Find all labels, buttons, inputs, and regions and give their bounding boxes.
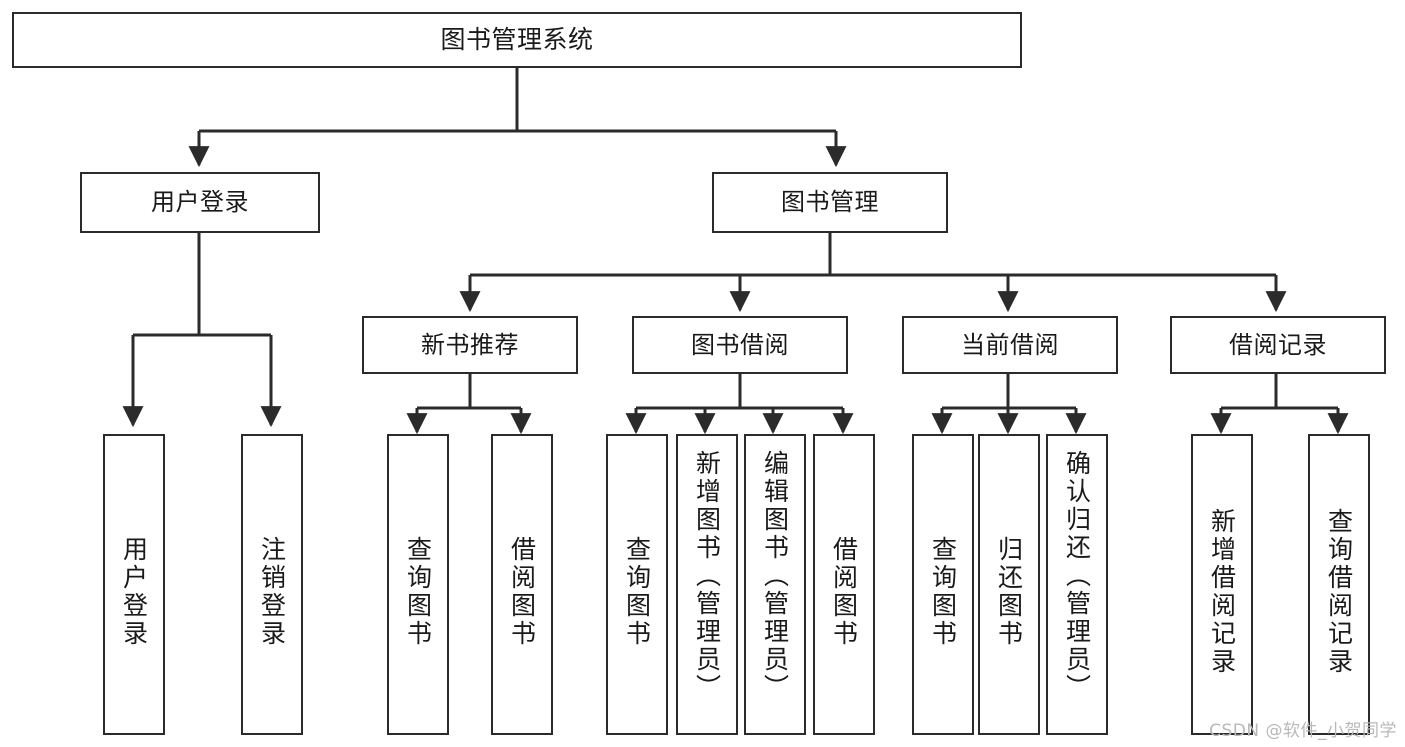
node-label: 新增图书（管理员） bbox=[692, 450, 722, 702]
leaf-user-logout[interactable]: 注销登录 bbox=[241, 434, 303, 735]
leaf-current-query-book[interactable]: 查询图书 bbox=[912, 434, 974, 735]
node-label: 新书推荐 bbox=[421, 330, 519, 359]
node-label: 编辑图书（管理员） bbox=[760, 450, 790, 702]
node-borrow-record[interactable]: 借阅记录 bbox=[1170, 316, 1386, 374]
node-label: 查询图书 bbox=[622, 535, 652, 648]
leaf-newbook-query-book[interactable]: 查询图书 bbox=[387, 434, 449, 735]
node-label: 借阅图书 bbox=[829, 535, 859, 648]
node-current-borrow[interactable]: 当前借阅 bbox=[902, 316, 1118, 374]
leaf-current-confirm-return-admin[interactable]: 确认归还（管理员） bbox=[1046, 434, 1108, 735]
leaf-borrow-add-book-admin[interactable]: 新增图书（管理员） bbox=[676, 434, 738, 735]
leaf-user-login[interactable]: 用户登录 bbox=[103, 434, 165, 735]
node-label: 查询图书 bbox=[403, 535, 433, 648]
node-label: 用户登录 bbox=[151, 188, 249, 217]
node-new-book-recommend[interactable]: 新书推荐 bbox=[362, 316, 578, 374]
node-book-borrow[interactable]: 图书借阅 bbox=[632, 316, 848, 374]
leaf-borrow-query-book[interactable]: 查询图书 bbox=[606, 434, 668, 735]
node-label: 图书借阅 bbox=[691, 330, 789, 359]
leaf-borrow-edit-book-admin[interactable]: 编辑图书（管理员） bbox=[744, 434, 806, 735]
node-label: 查询借阅记录 bbox=[1324, 507, 1354, 676]
node-label: 查询图书 bbox=[928, 535, 958, 648]
node-label: 注销登录 bbox=[257, 535, 287, 648]
node-root-system[interactable]: 图书管理系统 bbox=[12, 12, 1022, 68]
leaf-record-add-borrow-record[interactable]: 新增借阅记录 bbox=[1191, 434, 1253, 735]
node-label: 归还图书 bbox=[994, 535, 1024, 648]
node-user-login[interactable]: 用户登录 bbox=[80, 172, 320, 233]
node-label: 借阅图书 bbox=[507, 535, 537, 648]
leaf-current-return-book[interactable]: 归还图书 bbox=[978, 434, 1040, 735]
leaf-borrow-borrow-book[interactable]: 借阅图书 bbox=[813, 434, 875, 735]
node-label: 确认归还（管理员） bbox=[1062, 450, 1092, 702]
leaf-record-query-borrow-record[interactable]: 查询借阅记录 bbox=[1308, 434, 1370, 735]
leaf-newbook-borrow-book[interactable]: 借阅图书 bbox=[491, 434, 553, 735]
node-label: 新增借阅记录 bbox=[1207, 507, 1237, 676]
node-label: 用户登录 bbox=[119, 535, 149, 648]
node-label: 图书管理 bbox=[781, 188, 879, 217]
node-label: 当前借阅 bbox=[961, 330, 1059, 359]
node-book-management[interactable]: 图书管理 bbox=[712, 172, 948, 233]
node-label: 借阅记录 bbox=[1229, 330, 1327, 359]
node-label: 图书管理系统 bbox=[440, 25, 594, 55]
csdn-watermark: CSDN @软件_小贺同学 bbox=[1209, 721, 1397, 741]
